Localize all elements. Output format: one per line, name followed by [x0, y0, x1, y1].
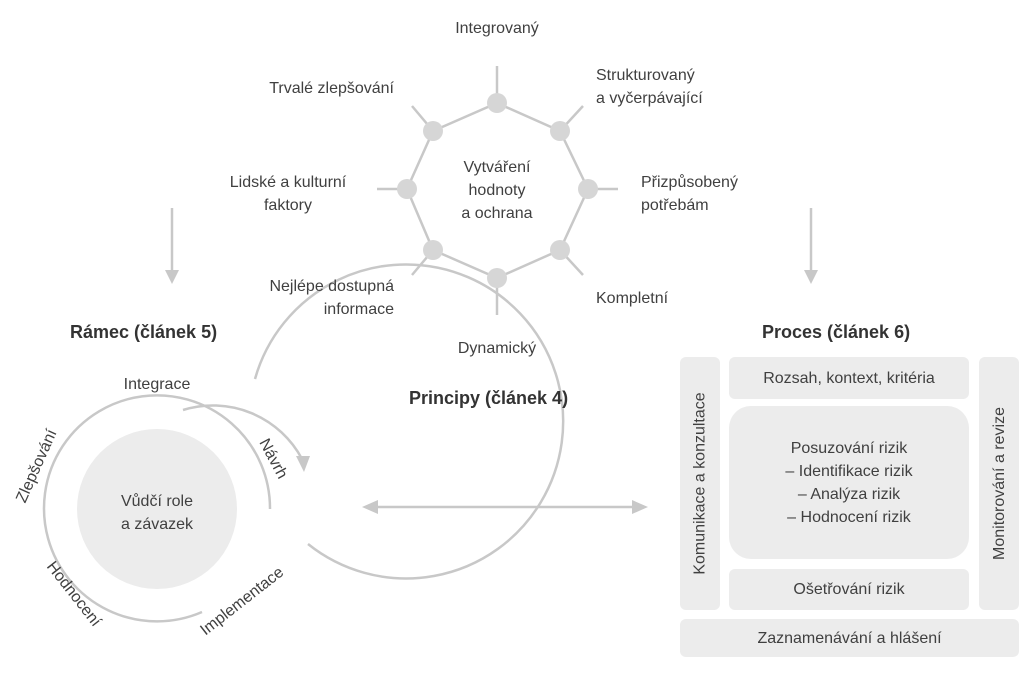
cycle-label-implementation: Implementace [197, 564, 287, 639]
process-title: Proces (článek 6) [762, 322, 911, 342]
scope-box: Rozsah, kontext, kritéria [729, 357, 969, 399]
framework-arrow-arc [182, 404, 304, 460]
node-integrated [487, 93, 507, 113]
node-improvement [423, 121, 443, 141]
cycle-label-integration: Integrace [123, 376, 191, 393]
principles-title: Principy (článek 4) [409, 388, 569, 408]
framework-arrowhead [296, 456, 310, 472]
communication-box: Komunikace a konzultace [680, 357, 720, 610]
node-inclusive [550, 240, 570, 260]
monitoring-box: Monitorování a revize [979, 357, 1019, 610]
recording-box: Zaznamenávání a hlášení [680, 619, 1019, 657]
double-arrow [362, 500, 648, 514]
node-structured [550, 121, 570, 141]
cycle-label-design: Návrh [255, 436, 290, 482]
principle-integrated: Integrovaný [455, 20, 539, 37]
framework-inner-ring [42, 394, 272, 623]
cycle-label-improvement: Zlepšování [13, 426, 61, 505]
node-customized [578, 179, 598, 199]
principle-dynamic: Dynamický [457, 340, 537, 357]
principle-improvement: Trvalé zlepšování [269, 80, 394, 97]
principle-inclusive: Kompletní [596, 290, 669, 307]
assessment-box: Posuzování rizik – Identifikace rizik – … [729, 406, 969, 559]
arrow-down-right [804, 208, 818, 284]
node-dynamic [487, 268, 507, 288]
framework-outer-ring [253, 263, 565, 580]
cycle-label-evaluation: Hodnocení [43, 559, 104, 631]
framework-center-circle [77, 429, 237, 589]
treatment-box: Ošetřování rizik [729, 569, 969, 610]
arrow-down-left [165, 208, 179, 284]
node-human-factors [397, 179, 417, 199]
node-best-info [423, 240, 443, 260]
framework-title: Rámec (článek 5) [70, 322, 218, 342]
